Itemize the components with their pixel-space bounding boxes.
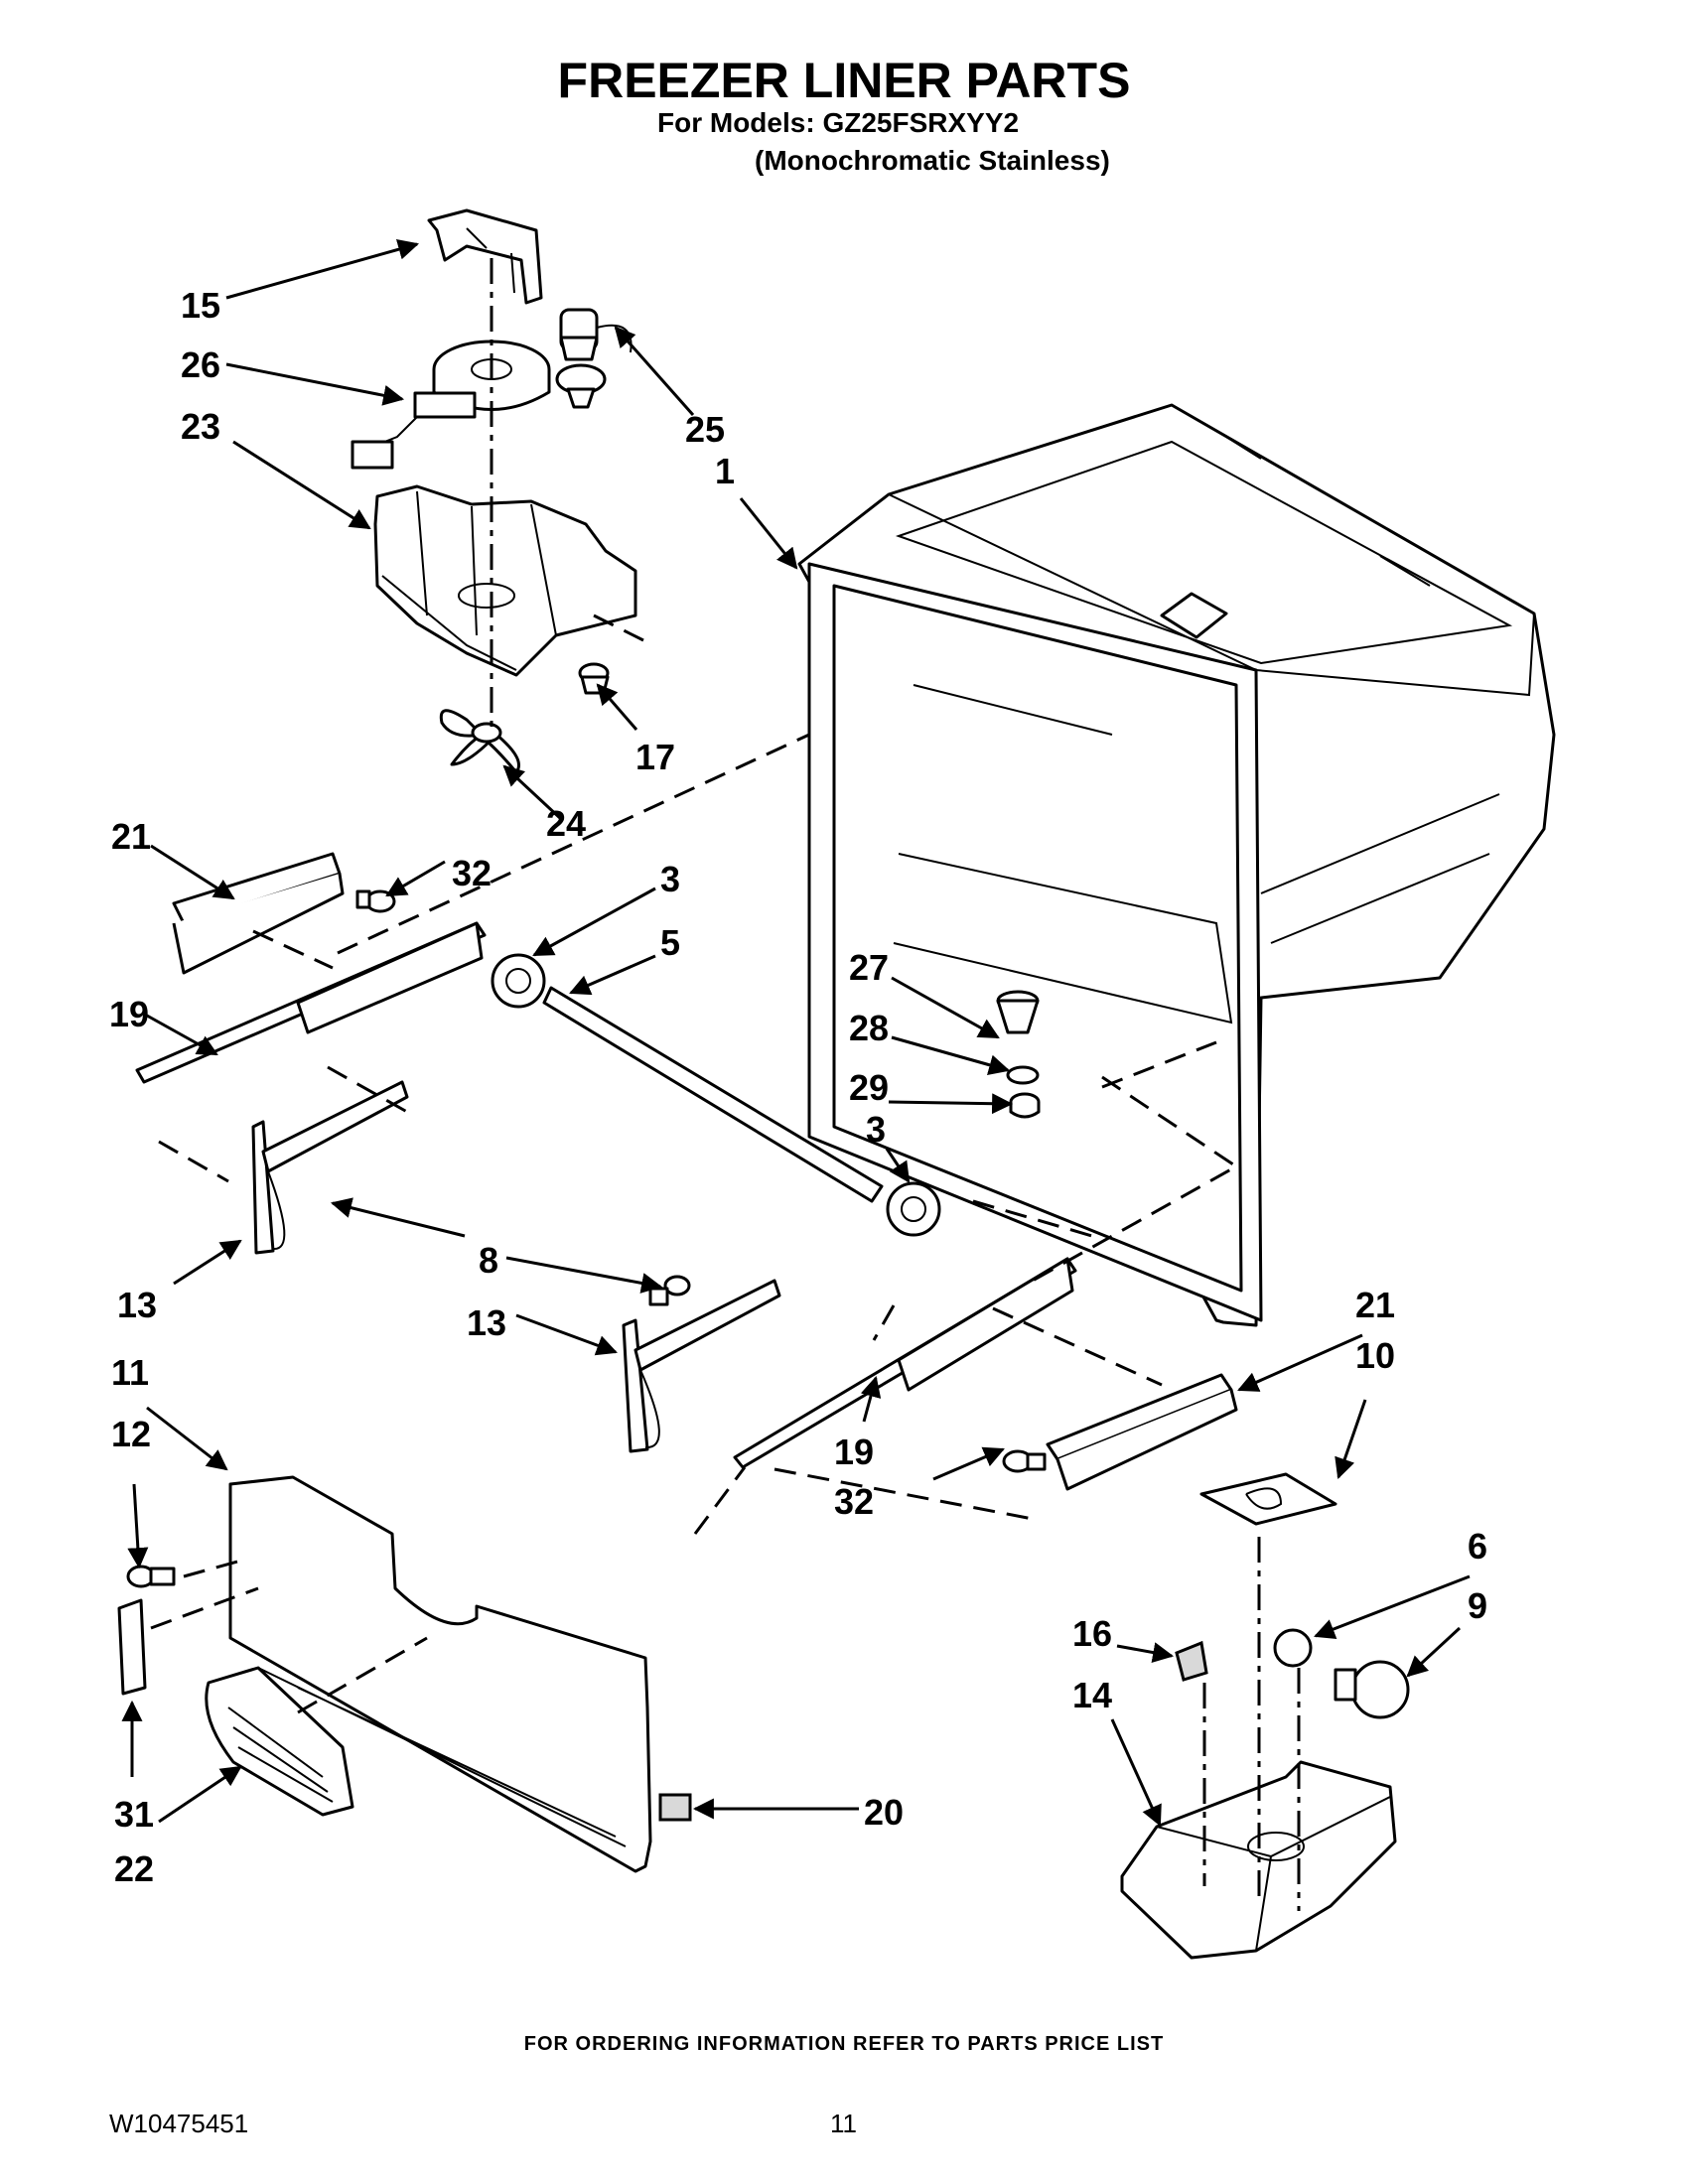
- part-12-screw: [126, 1565, 176, 1588]
- callout-5: 5: [660, 922, 680, 963]
- part-24-fan-blade: [439, 709, 520, 774]
- callout-19-left: 19: [109, 994, 149, 1034]
- part-22-grille: [205, 1666, 354, 1817]
- document-number: W10475451: [109, 2109, 249, 2138]
- part-10-label: [1199, 1472, 1337, 1526]
- part-31-clip: [117, 1598, 147, 1696]
- part-6-socket: [1273, 1628, 1313, 1668]
- part-5-shaft: [542, 986, 884, 1203]
- part-16-switch: [1175, 1640, 1208, 1682]
- callout-3-upper: 3: [660, 859, 680, 899]
- part-28-washer: [1006, 1065, 1040, 1085]
- callout-17: 17: [635, 737, 675, 777]
- ordering-note: FOR ORDERING INFORMATION REFER TO PARTS …: [523, 2033, 1165, 2055]
- callout-11: 11: [111, 1352, 149, 1393]
- part-25-sensor: [555, 308, 633, 409]
- callout-13-right: 13: [467, 1302, 506, 1343]
- axis-screw-17: [593, 614, 644, 642]
- callout-32-left: 32: [452, 853, 492, 893]
- part-20-seal-strip: [658, 1793, 692, 1822]
- part-32-left-screw: [355, 889, 396, 913]
- part-19-left-slide: [135, 921, 487, 1084]
- part-29-bushing: [1009, 1092, 1041, 1119]
- part-9-bulb: [1334, 1660, 1410, 1719]
- callout-21-right: 21: [1355, 1285, 1395, 1325]
- part-3-upper-sprocket: [491, 953, 546, 1009]
- callout-27: 27: [849, 947, 889, 988]
- model-number-line: For Models: GZ25FSRXYY2: [657, 107, 1020, 138]
- callout-32-right: 32: [834, 1481, 874, 1522]
- part-27-cap: [996, 990, 1040, 1034]
- callout-23: 23: [181, 406, 220, 447]
- part-19-right-slide: [733, 1257, 1077, 1469]
- callout-12: 12: [111, 1414, 151, 1454]
- page-title: FREEZER LINER PARTS: [557, 53, 1131, 108]
- part-23-fan-housing: [373, 484, 637, 677]
- callout-26: 26: [181, 344, 220, 385]
- callout-24: 24: [546, 803, 586, 844]
- callout-25: 25: [685, 409, 725, 450]
- part-13-left-support: [251, 1080, 409, 1255]
- part-8-screw: [648, 1275, 691, 1306]
- callout-19-right: 19: [834, 1432, 874, 1472]
- part-21-right-rail-bracket: [1046, 1373, 1238, 1491]
- callout-21-left: 21: [111, 816, 151, 857]
- panel-guide-lines: [150, 1557, 428, 1714]
- part-1-freezer-liner: [797, 403, 1556, 1327]
- callout-22: 22: [114, 1848, 154, 1889]
- guide-lines: [158, 733, 1239, 1535]
- callout-14: 14: [1072, 1675, 1112, 1715]
- part-17-screw: [578, 662, 610, 695]
- part-13-right-support: [622, 1279, 781, 1453]
- part-11-lower-panel: [228, 1475, 652, 1873]
- callout-1: 1: [715, 451, 735, 491]
- callout-10: 10: [1355, 1335, 1395, 1376]
- model-variant-line: (Monochromatic Stainless): [755, 145, 1110, 176]
- callout-8: 8: [479, 1240, 498, 1281]
- part-15-motor-bracket: [427, 208, 543, 305]
- callout-28: 28: [849, 1008, 889, 1048]
- callout-6: 6: [1468, 1526, 1487, 1567]
- part-3-lower-sprocket: [886, 1181, 941, 1237]
- callout-9: 9: [1468, 1585, 1487, 1626]
- callout-20: 20: [864, 1792, 904, 1833]
- callout-31: 31: [114, 1794, 154, 1835]
- callout-16: 16: [1072, 1613, 1112, 1654]
- callout-leaders: [121, 239, 1471, 1827]
- callout-15: 15: [181, 285, 220, 326]
- axis-light-assembly: [1202, 1537, 1301, 1911]
- part-26-fan-motor: [351, 340, 551, 470]
- callout-3-lower: 3: [866, 1109, 886, 1150]
- callout-29: 29: [849, 1067, 889, 1108]
- callout-13-left: 13: [117, 1285, 157, 1325]
- part-32-right-screw: [1002, 1449, 1047, 1473]
- page-number: 11: [830, 2109, 857, 2138]
- callout-labels: 15 26 23 25 1 17 24 21 32 3 5 19 27 28 2…: [109, 285, 1487, 1889]
- part-21-left-rail-bracket: [172, 852, 345, 975]
